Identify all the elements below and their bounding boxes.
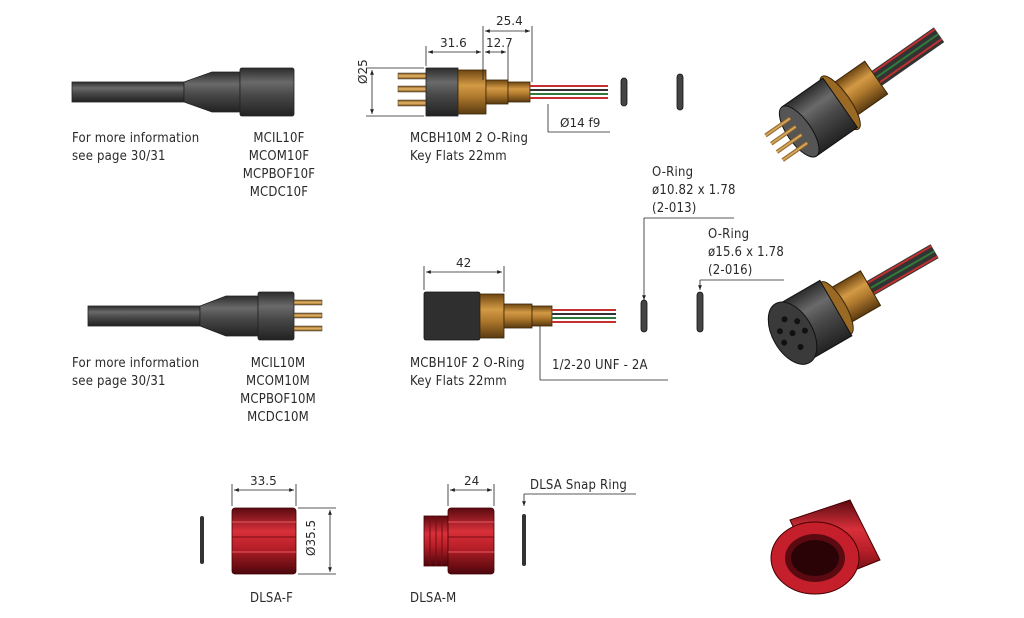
- row2-dimension-lines: [423, 217, 784, 381]
- row2-cable-parts: MCIL10M MCOM10M MCPBOF10M MCDC10M: [230, 355, 326, 427]
- row1-bulkhead-label: MCBH10M 2 O-Ring Key Flats 22mm: [410, 130, 528, 166]
- snap-ring-label: DLSA Snap Ring: [530, 478, 628, 493]
- part-number: MCBH10F 2 O-Ring: [410, 356, 525, 371]
- oring-size: ø15.6 x 1.78: [708, 245, 784, 260]
- part-number: MCIL10F: [253, 131, 305, 146]
- row2-cable-note: For more information see page 30/31: [72, 355, 199, 391]
- oring-title: O-Ring: [708, 227, 750, 242]
- bulkhead-male-drawing: [397, 67, 608, 117]
- note-line: For more information: [72, 356, 200, 371]
- oring-small-drawing: [620, 77, 628, 107]
- dlsa-3d: [770, 499, 881, 595]
- part-number: MCPBOF10M: [240, 392, 316, 407]
- dlsa-m-label: DLSA-M: [410, 591, 457, 606]
- bulkhead-male-3d: [764, 27, 945, 162]
- oring-code: (2-016): [708, 263, 753, 278]
- dim-diameter-35-5: Ø35.5: [304, 519, 318, 556]
- oring-small-drawing-2: [640, 299, 648, 333]
- oring-large-drawing-2: [696, 291, 704, 333]
- part-number: MCOM10F: [248, 149, 310, 164]
- dim-diameter-14: Ø14 f9: [560, 116, 601, 130]
- part-number: MCDC10M: [247, 410, 309, 425]
- row1-dimension-lines: [366, 26, 610, 133]
- note-line: see page 30/31: [72, 149, 166, 164]
- spec-line: Key Flats 22mm: [410, 149, 507, 164]
- snap-ring-m-drawing: [522, 514, 526, 566]
- dlsa-f-drawing: [231, 507, 297, 575]
- oring-code: (2-013): [652, 201, 697, 216]
- part-number: MCBH10M 2 O-Ring: [410, 131, 529, 146]
- dim-31-6: 31.6: [440, 36, 467, 50]
- note-line: For more information: [72, 131, 200, 146]
- thread-spec: 1/2-20 UNF - 2A: [552, 358, 648, 373]
- row1-cable-parts: MCIL10F MCOM10F MCPBOF10F MCDC10F: [234, 130, 324, 202]
- oring1-callout: O-Ring ø10.82 x 1.78 (2-013): [652, 164, 736, 218]
- oring-size: ø10.82 x 1.78: [652, 183, 736, 198]
- spec-line: Key Flats 22mm: [410, 374, 507, 389]
- dim-33-5: 33.5: [250, 474, 277, 488]
- bulkhead-female-3d: [767, 244, 939, 365]
- dlsa-dimension-lines: [231, 484, 636, 575]
- oring-title: O-Ring: [652, 165, 694, 180]
- part-number: MCPBOF10F: [242, 167, 316, 182]
- part-number: MCDC10F: [249, 185, 309, 200]
- oring-large-drawing: [676, 73, 684, 111]
- dim-12-7: 12.7: [486, 36, 513, 50]
- row1-cable-note: For more information see page 30/31: [72, 130, 199, 166]
- dim-diameter-25: Ø25: [356, 59, 370, 84]
- row2-bulkhead-label: MCBH10F 2 O-Ring Key Flats 22mm: [410, 355, 525, 391]
- dlsa-f-label: DLSA-F: [250, 591, 294, 606]
- dim-42: 42: [456, 256, 472, 270]
- oring2-callout: O-Ring ø15.6 x 1.78 (2-016): [708, 226, 784, 280]
- dim-25-4: 25.4: [496, 14, 523, 28]
- note-line: see page 30/31: [72, 374, 166, 389]
- part-number: MCOM10M: [246, 374, 310, 389]
- dlsa-m-drawing: [423, 507, 495, 575]
- cable-female-drawing: [71, 67, 295, 117]
- cable-male-drawing: [87, 291, 323, 341]
- snap-ring-f-drawing: [200, 516, 204, 564]
- bulkhead-female-drawing: [423, 291, 616, 341]
- part-number: MCIL10M: [250, 356, 306, 371]
- dim-24: 24: [464, 474, 480, 488]
